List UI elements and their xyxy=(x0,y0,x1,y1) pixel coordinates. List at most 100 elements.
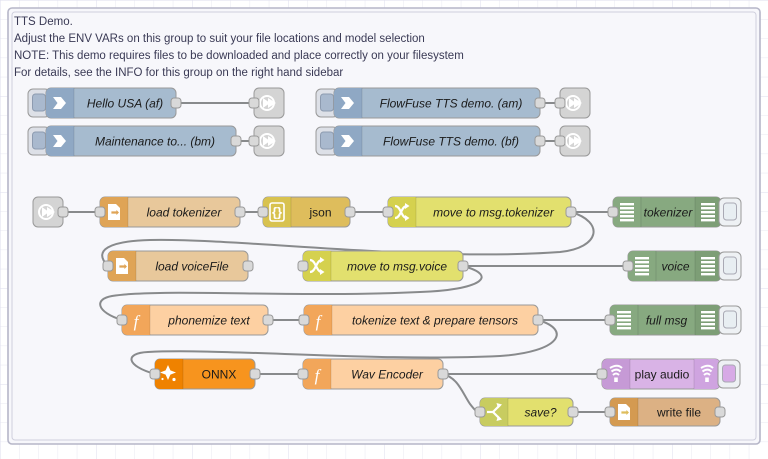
node-input-port[interactable] xyxy=(607,206,619,218)
inject-arrow-icon xyxy=(53,97,66,109)
link-out-node-1[interactable] xyxy=(248,87,285,119)
node-input-port[interactable] xyxy=(116,314,128,326)
link-out-node-4[interactable] xyxy=(554,125,591,157)
speaker-waves-icon xyxy=(700,364,714,369)
inject-trigger-button[interactable] xyxy=(320,93,334,112)
debug-bars-icon xyxy=(635,269,649,272)
switch-arrow-down xyxy=(496,415,502,421)
node-input-port[interactable] xyxy=(257,206,269,218)
node-toggle-button[interactable] xyxy=(722,364,736,383)
switch-arrow-up xyxy=(496,403,502,409)
node-output-port[interactable] xyxy=(249,368,261,380)
node-output-port[interactable] xyxy=(567,406,579,418)
wire-move-tokenizer-to-voicefile xyxy=(101,211,595,267)
debug-bars-icon xyxy=(617,327,631,330)
node-label: json xyxy=(308,206,331,220)
link-arrow-glyph-2 xyxy=(268,136,276,146)
file-out-node-write-file[interactable]: write file xyxy=(604,397,726,427)
inject-trigger-button[interactable] xyxy=(32,131,46,150)
node-output-port[interactable] xyxy=(457,260,469,272)
node-output-port[interactable] xyxy=(344,206,356,218)
nodes-layer[interactable]: Hello USA (af) Maintenance to... (bm) Flow… xyxy=(27,87,742,427)
node-input-port[interactable] xyxy=(102,260,114,272)
node-output-port[interactable] xyxy=(230,135,242,147)
wire-tokenize-to-onnx xyxy=(130,319,558,375)
node-output-port[interactable] xyxy=(234,206,246,218)
node-input-port[interactable] xyxy=(604,314,616,326)
inject-node-flowfuse-am[interactable]: FlowFuse TTS demo. (am) xyxy=(315,87,546,119)
node-input-port[interactable] xyxy=(149,368,161,380)
debug-bars-icon xyxy=(701,211,715,214)
file-in-node-load-tokenizer[interactable]: load tokenizer xyxy=(94,196,246,228)
inject-trigger-button[interactable] xyxy=(320,131,334,150)
debug-bars-icon xyxy=(701,319,715,322)
node-input-port[interactable] xyxy=(554,135,566,147)
switch-node-save[interactable]: save? xyxy=(474,397,579,427)
node-output-port[interactable] xyxy=(532,314,544,326)
node-input-port[interactable] xyxy=(297,368,309,380)
speaker-base xyxy=(705,377,709,382)
play-audio-node[interactable]: play audio xyxy=(596,358,741,390)
comment-line-3: NOTE: This demo requires files to be dow… xyxy=(14,50,464,62)
node-input-port[interactable] xyxy=(94,206,106,218)
speaker-wave-3 xyxy=(703,372,711,376)
link-out-node-3[interactable] xyxy=(554,87,591,119)
inject-node-maintenance[interactable]: Maintenance to... (bm) xyxy=(27,125,242,157)
node-output-port[interactable] xyxy=(714,406,726,418)
node-output-port[interactable] xyxy=(437,368,449,380)
node-output-port[interactable] xyxy=(170,97,182,109)
node-input-port[interactable] xyxy=(554,97,566,109)
node-toggle-button[interactable] xyxy=(723,256,737,275)
change-node-move-tokenizer[interactable]: move to msg.tokenizer xyxy=(382,196,577,228)
json-node[interactable]: {} json xyxy=(257,196,356,228)
node-input-port[interactable] xyxy=(474,406,486,418)
node-label: save? xyxy=(524,406,556,420)
node-output-port[interactable] xyxy=(565,206,577,218)
link-out-node-2[interactable] xyxy=(248,125,285,157)
node-input-port[interactable] xyxy=(382,206,394,218)
debug-bars-icon xyxy=(617,319,631,322)
change-node-move-voice[interactable]: move to msg.voice xyxy=(297,250,469,282)
inject-node-hello-usa[interactable]: Hello USA (af) xyxy=(27,87,182,119)
debug-node-tokenizer[interactable]: tokenizer xyxy=(607,196,742,228)
node-output-port[interactable] xyxy=(262,314,274,326)
debug-node-voice[interactable]: voice xyxy=(622,250,742,282)
inject-node-flowfuse-bf[interactable]: FlowFuse TTS demo. (bf) xyxy=(315,125,546,157)
node-output-port[interactable] xyxy=(242,260,254,272)
node-input-port[interactable] xyxy=(604,406,616,418)
node-output-port[interactable] xyxy=(57,206,69,218)
node-input-port[interactable] xyxy=(297,260,309,272)
debug-bars-icon xyxy=(635,257,649,260)
onnx-node[interactable]: ONNX xyxy=(149,358,261,390)
node-label: play audio xyxy=(635,368,690,382)
node-output-port[interactable] xyxy=(534,97,546,109)
debug-bars-icon xyxy=(617,315,631,318)
node-input-port[interactable] xyxy=(248,135,260,147)
debug-bars-icon xyxy=(701,261,715,264)
node-label: Maintenance to... (bm) xyxy=(95,135,215,149)
node-input-port[interactable] xyxy=(596,368,608,380)
debug-bars-icon xyxy=(635,265,649,268)
debug-node-full-msg[interactable]: full msg xyxy=(604,304,742,336)
node-input-port[interactable] xyxy=(298,314,310,326)
json-glyph: {} xyxy=(272,205,282,220)
link-arrow-glyph xyxy=(42,207,49,217)
node-input-port[interactable] xyxy=(248,97,260,109)
file-in-node-load-voicefile[interactable]: load voiceFile xyxy=(102,250,254,282)
link-in-node-1[interactable] xyxy=(32,196,69,228)
inject-trigger-button[interactable] xyxy=(32,93,46,112)
debug-bars-icon xyxy=(701,207,715,210)
node-toggle-button[interactable] xyxy=(723,202,737,221)
node-input-port[interactable] xyxy=(622,260,634,272)
sparkle-dot-1 xyxy=(172,377,176,382)
link-arrow-glyph xyxy=(263,98,270,108)
node-toggle-button[interactable] xyxy=(723,310,737,329)
node-output-port[interactable] xyxy=(534,135,546,147)
debug-bars-icon xyxy=(701,269,715,272)
debug-bars-icon xyxy=(635,261,649,264)
